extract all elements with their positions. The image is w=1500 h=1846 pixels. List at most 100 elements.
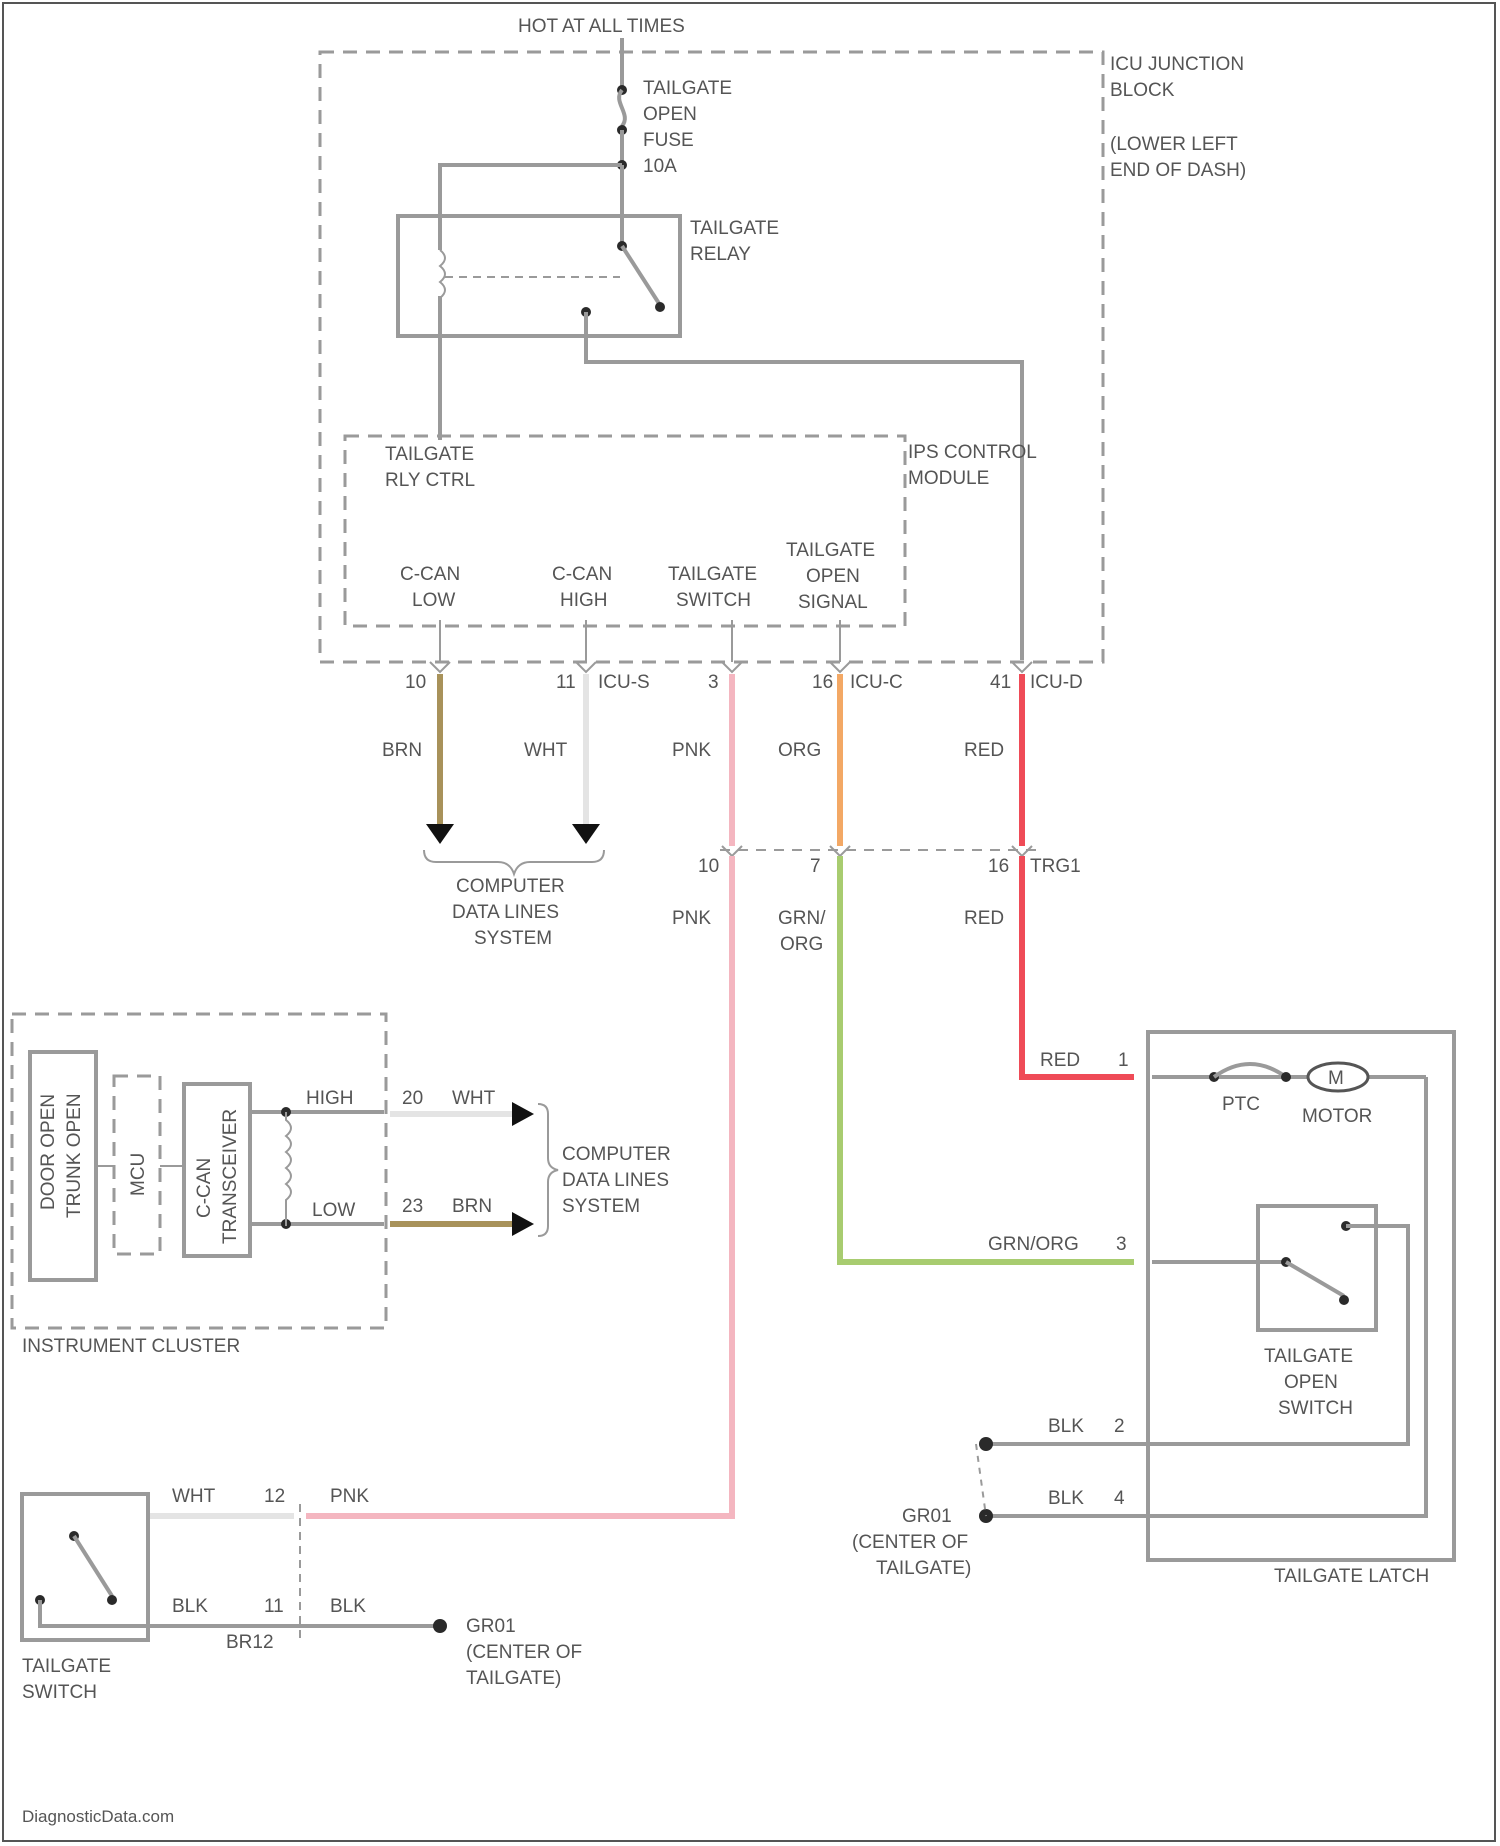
red-top-label: RED <box>964 740 1004 761</box>
org-label: ORG <box>778 740 821 761</box>
fuse-label-1: TAILGATE <box>643 78 732 99</box>
fuse-icon <box>619 90 625 126</box>
latch-switch-label-3: SWITCH <box>1278 1398 1353 1419</box>
latch-pin1: 1 <box>1118 1050 1129 1071</box>
hot-at-all-times-label: HOT AT ALL TIMES <box>518 16 685 37</box>
tg-switch-pin12: 12 <box>264 1486 285 1507</box>
ccan-low-label-1: C-CAN <box>400 564 460 585</box>
pin-switch: 3 <box>708 672 719 693</box>
arrow-cluster-brn <box>512 1212 534 1236</box>
tg-switch-pnk-label: PNK <box>330 1486 369 1507</box>
grn-label-2: ORG <box>780 934 823 955</box>
data-lines-1-line1: COMPUTER <box>456 876 565 897</box>
latch-ground-label-1: GR01 <box>902 1506 952 1527</box>
termination-coil-icon <box>286 1112 291 1226</box>
cluster-brn-label: BRN <box>452 1196 492 1217</box>
tg-switch-title-1: TAILGATE <box>22 1656 111 1677</box>
wire-red-lower <box>1022 856 1134 1077</box>
tg-switch-arm <box>74 1536 112 1596</box>
cluster-pin-high: 20 <box>402 1088 423 1109</box>
wht-label: WHT <box>524 740 568 761</box>
latch-ground-label-3: TAILGATE) <box>876 1558 971 1579</box>
rly-ctrl-label-2: RLY CTRL <box>385 470 475 491</box>
tg-switch-ground-dot <box>433 1619 447 1633</box>
cluster-low-label: LOW <box>312 1200 355 1221</box>
ccan-high-label-1: C-CAN <box>552 564 612 585</box>
tg-switch-dot-b <box>107 1595 117 1605</box>
latch-ground-label-2: (CENTER OF <box>852 1532 968 1553</box>
relay-label-1: TAILGATE <box>690 218 779 239</box>
conn-icu-s: ICU-S <box>598 672 650 693</box>
latch-ground-dot-2 <box>979 1437 993 1451</box>
conn-icu-d: ICU-D <box>1030 672 1083 693</box>
relay-contact-arm <box>622 246 660 305</box>
rly-ctrl-label-1: TAILGATE <box>385 444 474 465</box>
latch-switch-label-2: OPEN <box>1284 1372 1338 1393</box>
tg-open-label-3: SIGNAL <box>798 592 868 613</box>
relay-label-2: RELAY <box>690 244 751 265</box>
pnk-low-label: PNK <box>672 908 711 929</box>
ips-module-label-2: MODULE <box>908 468 989 489</box>
data-lines-2-line3: SYSTEM <box>562 1196 640 1217</box>
latch-switch-arm <box>1286 1262 1344 1296</box>
tg-open-label-1: TAILGATE <box>786 540 875 561</box>
ips-module-label-1: IPS CONTROL <box>908 442 1037 463</box>
motor-symbol: M <box>1328 1068 1344 1089</box>
data-lines-1-line3: SYSTEM <box>474 928 552 949</box>
tg-switch-blk-wire <box>40 1600 440 1626</box>
arrow-brn <box>426 824 454 844</box>
icu-block-label-4: END OF DASH) <box>1110 160 1246 181</box>
latch-red-label: RED <box>1040 1050 1080 1071</box>
data-lines-2-line2: DATA LINES <box>562 1170 669 1191</box>
latch-title: TAILGATE LATCH <box>1274 1566 1429 1587</box>
arrow-cluster-wht <box>512 1102 534 1126</box>
motor-label: MOTOR <box>1302 1106 1372 1127</box>
latch-motor-return <box>1150 1077 1426 1516</box>
latch-blk4-label: BLK <box>1048 1488 1084 1509</box>
latch-pin4: 4 <box>1114 1488 1125 1509</box>
relay-contact-dot <box>655 302 665 312</box>
data-lines-2-line1: COMPUTER <box>562 1144 671 1165</box>
red-low-label: RED <box>964 908 1004 929</box>
icu-block-label-3: (LOWER LEFT <box>1110 134 1238 155</box>
icu-block-label-2: BLOCK <box>1110 80 1175 101</box>
latch-blk2-label: BLK <box>1048 1416 1084 1437</box>
mcu-label: MCU <box>128 1153 149 1196</box>
ptc-label: PTC <box>1222 1094 1260 1115</box>
inline-pin-pnk: 10 <box>698 856 719 877</box>
tg-switch-pin11: 11 <box>264 1596 284 1617</box>
pin-open: 16 <box>812 672 833 693</box>
relay-coil-feed-wire <box>440 165 622 250</box>
fuse-label-4: 10A <box>643 156 677 177</box>
tg-switch-title-2: SWITCH <box>22 1682 97 1703</box>
brn-label: BRN <box>382 740 422 761</box>
tg-switch-blk-label: BLK <box>172 1596 208 1617</box>
ptc-right-dot <box>1281 1072 1291 1082</box>
cluster-pin-low: 23 <box>402 1196 423 1217</box>
tg-switch-blk2-label: BLK <box>330 1596 366 1617</box>
conn-icu-c: ICU-C <box>850 672 903 693</box>
icu-block-label-1: ICU JUNCTION <box>1110 54 1244 75</box>
arrow-wht <box>572 824 600 844</box>
tg-switch-wht-label: WHT <box>172 1486 216 1507</box>
data-lines-brace-1 <box>424 850 604 874</box>
inline-pin-red: 16 <box>988 856 1009 877</box>
tg-switch-label-2: SWITCH <box>676 590 751 611</box>
inline-pin-grn: 7 <box>810 856 821 877</box>
watermark: DiagnosticData.com <box>22 1807 174 1826</box>
tg-switch-ground-3: TAILGATE) <box>466 1668 561 1689</box>
transceiver-label-1: C-CAN <box>194 1158 215 1218</box>
inline-conn-trg1: TRG1 <box>1030 856 1081 877</box>
data-lines-1-line2: DATA LINES <box>452 902 559 923</box>
pin-high: 11 <box>556 672 576 693</box>
cluster-title: INSTRUMENT CLUSTER <box>22 1336 240 1357</box>
door-open-label: DOOR OPEN <box>38 1094 59 1210</box>
latch-ground-link <box>976 1444 986 1516</box>
transceiver-label-2: TRANSCEIVER <box>220 1109 241 1244</box>
page-frame <box>3 3 1495 1841</box>
tg-switch-ground-1: GR01 <box>466 1616 516 1637</box>
relay-coil-icon <box>440 250 445 298</box>
ccan-low-label-2: LOW <box>412 590 455 611</box>
tg-switch-ground-2: (CENTER OF <box>466 1642 582 1663</box>
